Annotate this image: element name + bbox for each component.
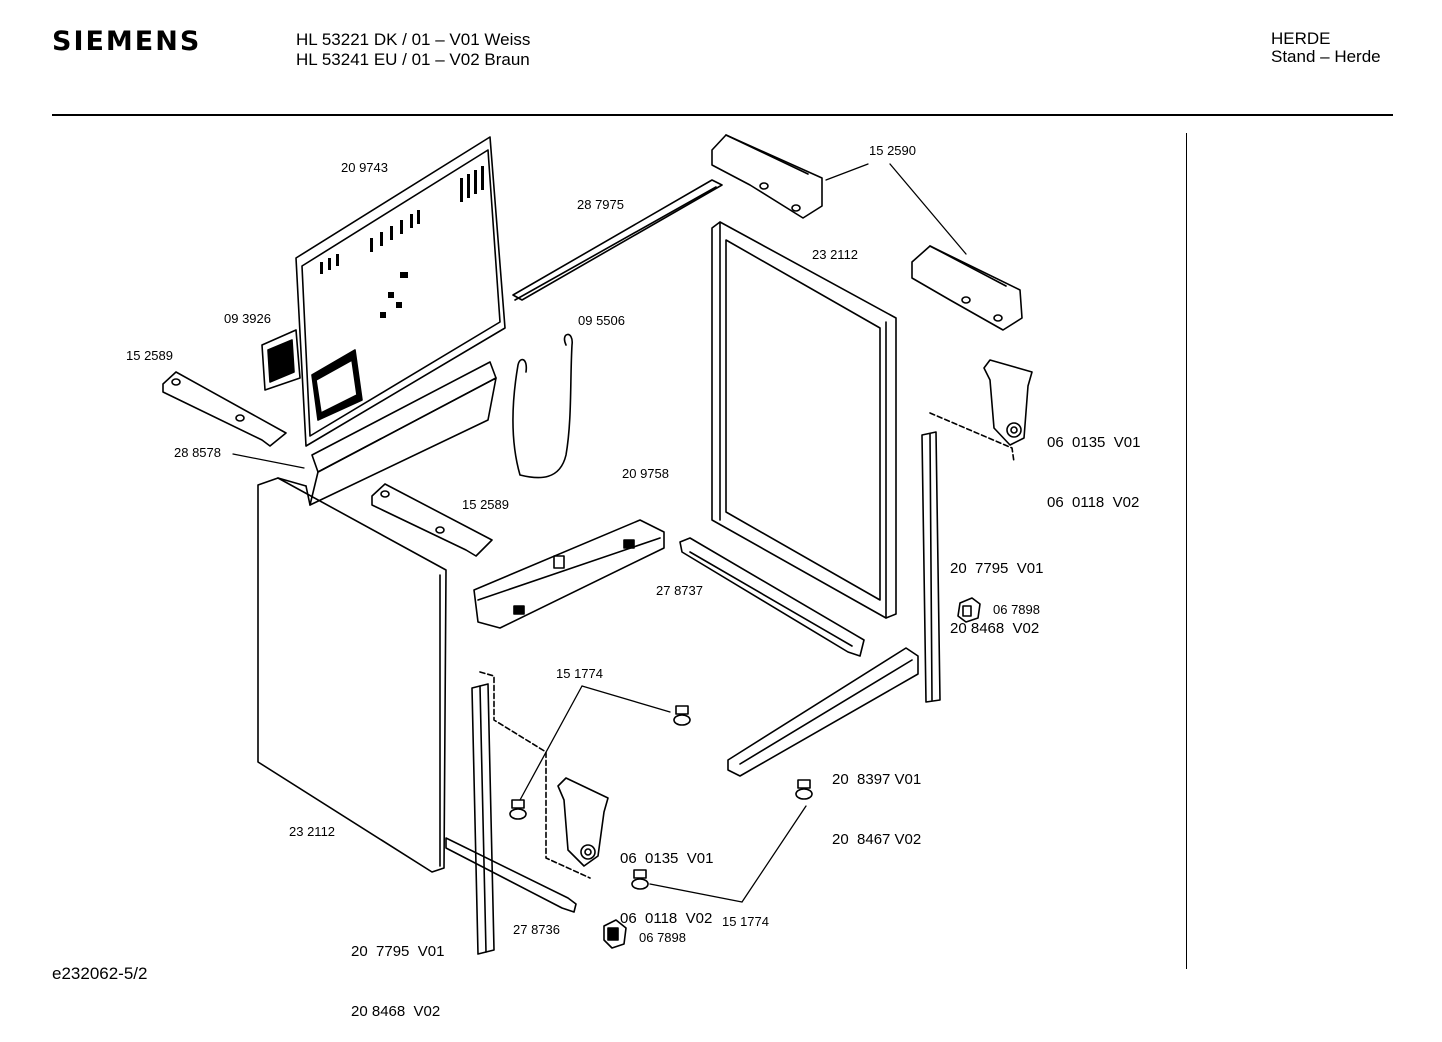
rail-part-278736 — [445, 837, 577, 913]
part-label-152590: 15 2590 — [869, 143, 916, 158]
part-label-067898-bottom: 06 7898 — [639, 930, 686, 945]
part-label-209758: 20 9758 — [622, 466, 669, 481]
part-label-208397: 20 8397 V01 20 8467 V02 — [832, 771, 922, 848]
bracket-part-152589-b — [371, 483, 493, 557]
part-label-151774-top: 15 1774 — [556, 666, 603, 681]
product-category: HERDE Stand – Herde — [1271, 30, 1381, 66]
part-label-207795-right: 20 7795 V01 20 8468 V02 — [950, 560, 1044, 637]
part-label-067898-right: 06 7898 — [993, 602, 1040, 617]
back-panel-part — [261, 136, 506, 447]
part-label-151774-bottom: 15 1774 — [722, 914, 769, 929]
model-numbers: HL 53221 DK / 01 – V01 Weiss HL 53241 EU… — [296, 30, 530, 70]
clip-part-right — [957, 597, 981, 623]
model-line-1: HL 53221 DK / 01 – V01 Weiss — [296, 30, 531, 49]
part-label-288578: 28 8578 — [174, 445, 221, 460]
siemens-logo: SIEMENS — [52, 26, 202, 57]
part-label-287975: 28 7975 — [577, 197, 624, 212]
rail-part-278737 — [679, 537, 865, 657]
part-label-278736: 27 8736 — [513, 922, 560, 937]
drawing-id: e232062-5/2 — [52, 964, 148, 983]
margin-divider — [1186, 133, 1187, 969]
part-label-207795-bottom: 20 7795 V01 20 8468 V02 — [351, 943, 445, 1020]
part-label-232112-bottom: 23 2112 — [289, 824, 336, 839]
side-strip-bottom — [471, 683, 495, 955]
screw-2 — [509, 799, 527, 820]
clip-part-bottom — [603, 919, 627, 949]
strip-part-208397 — [727, 647, 919, 777]
screw-parts — [509, 705, 813, 890]
part-label-095506: 09 5506 — [578, 313, 625, 328]
frame-part-232112 — [711, 221, 897, 619]
screw-4 — [631, 869, 649, 890]
part-label-278737: 27 8737 — [656, 583, 703, 598]
part-label-152589-b: 15 2589 — [462, 497, 509, 512]
hinge-part-bottom — [557, 777, 609, 867]
rail-part-287975 — [512, 179, 723, 301]
exploded-view-diagram — [162, 134, 1033, 955]
header-rule — [52, 114, 1393, 116]
wire-part-095506 — [512, 333, 573, 479]
screw-1 — [673, 705, 691, 726]
model-line-2: HL 53241 EU / 01 – V02 Braun — [296, 50, 530, 69]
bracket-part-152590 — [711, 134, 1023, 331]
part-label-060135-bottom: 06 0135 V01 06 0118 V02 — [620, 850, 714, 927]
channel-part-288578 — [309, 361, 497, 506]
part-label-152589-a: 15 2589 — [126, 348, 173, 363]
screw-3 — [795, 779, 813, 800]
part-label-093926: 09 3926 — [224, 311, 271, 326]
leader-lines — [519, 163, 967, 903]
hinge-part-right — [983, 359, 1033, 446]
side-strip-right — [921, 431, 941, 703]
bracket-part-152589-a — [162, 371, 287, 447]
rail-part-209758 — [473, 519, 665, 629]
part-label-060135-right: 06 0135 V01 06 0118 V02 — [1047, 434, 1141, 511]
category-line-2: Stand – Herde — [1271, 47, 1381, 66]
side-panel-part — [257, 477, 447, 873]
category-line-1: HERDE — [1271, 29, 1331, 48]
part-label-209743: 20 9743 — [341, 160, 388, 175]
part-label-232112-top: 23 2112 — [812, 247, 859, 262]
